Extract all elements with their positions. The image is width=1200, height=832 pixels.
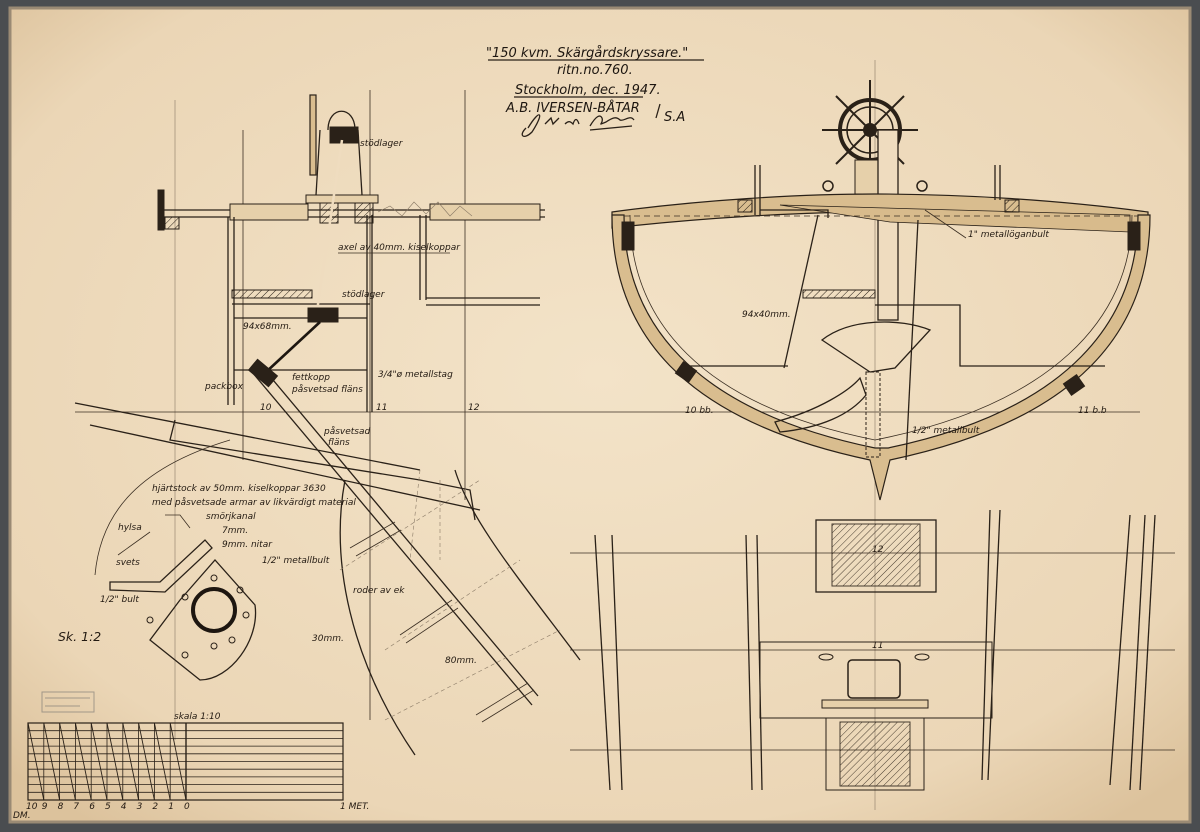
label-lubrication-channel: smörjkanal	[206, 512, 256, 522]
scale-diagonal	[138, 722, 155, 801]
side-view-labels: stödlager axel av 40mm. kiselkoppar stöd…	[58, 139, 480, 666]
label-section-frame-11: 11 b.b	[1078, 406, 1107, 416]
scale-tick-label: 2	[152, 802, 158, 812]
scale-diagonal	[59, 722, 76, 801]
label-thickness-30: 30mm.	[312, 634, 344, 644]
label-welded-flange-2a: påsvetsad	[323, 426, 371, 437]
section-labels: 1" metallöganbult 94x40mm. 10 bb. 11 b.b…	[685, 209, 1107, 436]
label-frame-11: 11	[376, 403, 387, 413]
label-plan-frame-11: 11	[872, 641, 883, 651]
scale-tick-label: 1	[168, 802, 174, 812]
scale-tick-label: 4	[121, 802, 127, 812]
company-suffix: S.A	[664, 110, 685, 125]
label-rudder-stock-1: hjärtstock av 50mm. kiselkoppar 3630	[152, 484, 326, 494]
scale-tick-label: 10	[26, 802, 38, 812]
paper-edge	[8, 6, 1192, 824]
scale-diagonal	[106, 722, 124, 801]
scale-diagonal	[90, 722, 108, 801]
label-frame-12: 12	[468, 403, 480, 413]
title-block: "150 kvm. Skärgårdskryssare." ritn.no.76…	[486, 46, 704, 137]
label-plan-frame-12: 12	[872, 545, 884, 555]
scale-tick-label: 6	[89, 802, 95, 812]
scale-tick-label: 3	[137, 802, 143, 812]
label-lower-bearing: stödlager	[342, 290, 386, 300]
scale-diagonal	[122, 722, 140, 801]
label-grease-cup: fettkopp	[292, 373, 330, 383]
label-weld: svets	[116, 558, 140, 568]
scale-tick-label: 9	[42, 802, 48, 812]
label-rivets: 9mm. nitar	[222, 540, 273, 550]
plan-view: 12 11	[570, 509, 1175, 791]
label-frame-10: 10	[260, 403, 272, 413]
signature	[521, 114, 635, 137]
drawing-title: "150 kvm. Skärgårdskryssare."	[486, 46, 688, 61]
label-sleeve: hylsa	[118, 523, 142, 533]
scale-diagonal	[74, 722, 92, 801]
label-upper-bearing: stödlager	[360, 139, 404, 149]
label-metal-bolt: 1/2" metallbult	[262, 556, 330, 566]
scale-diagonal	[169, 722, 187, 801]
hull-section	[611, 60, 1151, 810]
label-section-metal-bolt: 1/2" metallbult	[912, 426, 980, 436]
label-packbox: packbox	[204, 382, 244, 392]
label-welded-flange-2b: fläns	[328, 438, 350, 448]
scale-right-unit: 1 MET.	[340, 802, 369, 812]
stamp	[41, 691, 95, 713]
scale-tick-label: 5	[105, 802, 111, 812]
label-shaft: axel av 40mm. kiselkoppar	[338, 243, 461, 253]
side-view	[74, 90, 1140, 756]
scale-title: skala 1:10	[174, 712, 221, 722]
scale-diagonal	[27, 722, 45, 801]
scale-left-unit: DM.	[13, 811, 31, 821]
place-date: Stockholm, dec. 1947.	[515, 83, 661, 98]
drawing-number: ritn.no.760.	[557, 63, 633, 78]
scale-tick-label: 7	[73, 802, 79, 812]
label-section-frame-10: 10 bb.	[685, 406, 714, 416]
scale-tick-label: 8	[58, 802, 64, 812]
label-section-beam: 94x40mm.	[742, 310, 791, 320]
scale-diagonal	[153, 722, 171, 801]
scale-tick-label: 0	[184, 802, 190, 812]
label-rivet-size: 7mm.	[222, 526, 248, 536]
label-eye-bolt: 1" metallöganbult	[968, 230, 1049, 240]
company-name: A.B. IVERSEN-BÅTAR	[505, 100, 640, 116]
label-stay: 3/4"ø metallstag	[378, 370, 453, 380]
scale-diagonal	[43, 722, 61, 801]
label-rudder-stock-2: med påsvetsade armar av likvärdigt mater…	[152, 497, 356, 508]
label-rudder: roder av ek	[353, 586, 405, 596]
label-detail-scale: Sk. 1:2	[58, 629, 101, 644]
label-welded-flange: påsvetsad fläns	[291, 384, 363, 395]
label-thickness-80: 80mm.	[445, 656, 477, 666]
label-bolt-half: 1/2" bult	[100, 595, 139, 605]
label-beam-size: 94x68mm.	[243, 322, 292, 332]
